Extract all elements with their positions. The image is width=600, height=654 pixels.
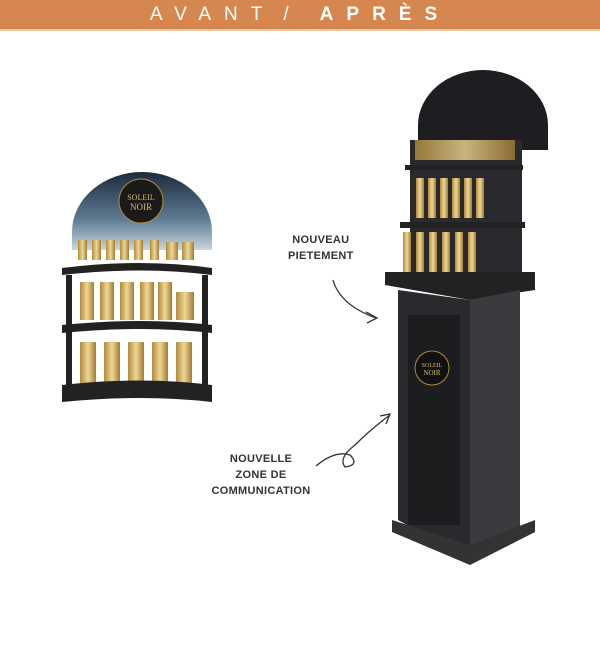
svg-text:NOIR: NOIR — [423, 369, 440, 377]
before-label: AVANT — [149, 3, 276, 25]
brand-logo-before: SOLEIL — [127, 193, 155, 202]
annotation-line: PIETEMENT — [288, 250, 354, 262]
annotation-line: COMMUNICATION — [211, 485, 311, 497]
separator: / — [283, 3, 302, 25]
svg-text:NOIR: NOIR — [130, 202, 152, 212]
before-after-banner: AVANT / APRÈS — [0, 0, 600, 31]
brand-logo-after: SOLEIL — [422, 363, 443, 369]
annotation-line: NOUVEAU — [292, 234, 350, 246]
arrow-to-communication — [315, 413, 392, 468]
before-display: SOLEIL NOIR — [62, 172, 212, 402]
arrow-to-base — [332, 279, 379, 324]
communication-annotation: NOUVELLE ZONE DE COMMUNICATION — [206, 451, 316, 499]
annotation-line: ZONE DE — [235, 469, 287, 481]
after-display: SOLEIL NOIR — [385, 70, 548, 565]
after-label: APRÈS — [319, 3, 451, 25]
annotation-line: NOUVELLE — [229, 453, 293, 465]
base-annotation: NOUVEAU PIETEMENT — [288, 232, 354, 264]
